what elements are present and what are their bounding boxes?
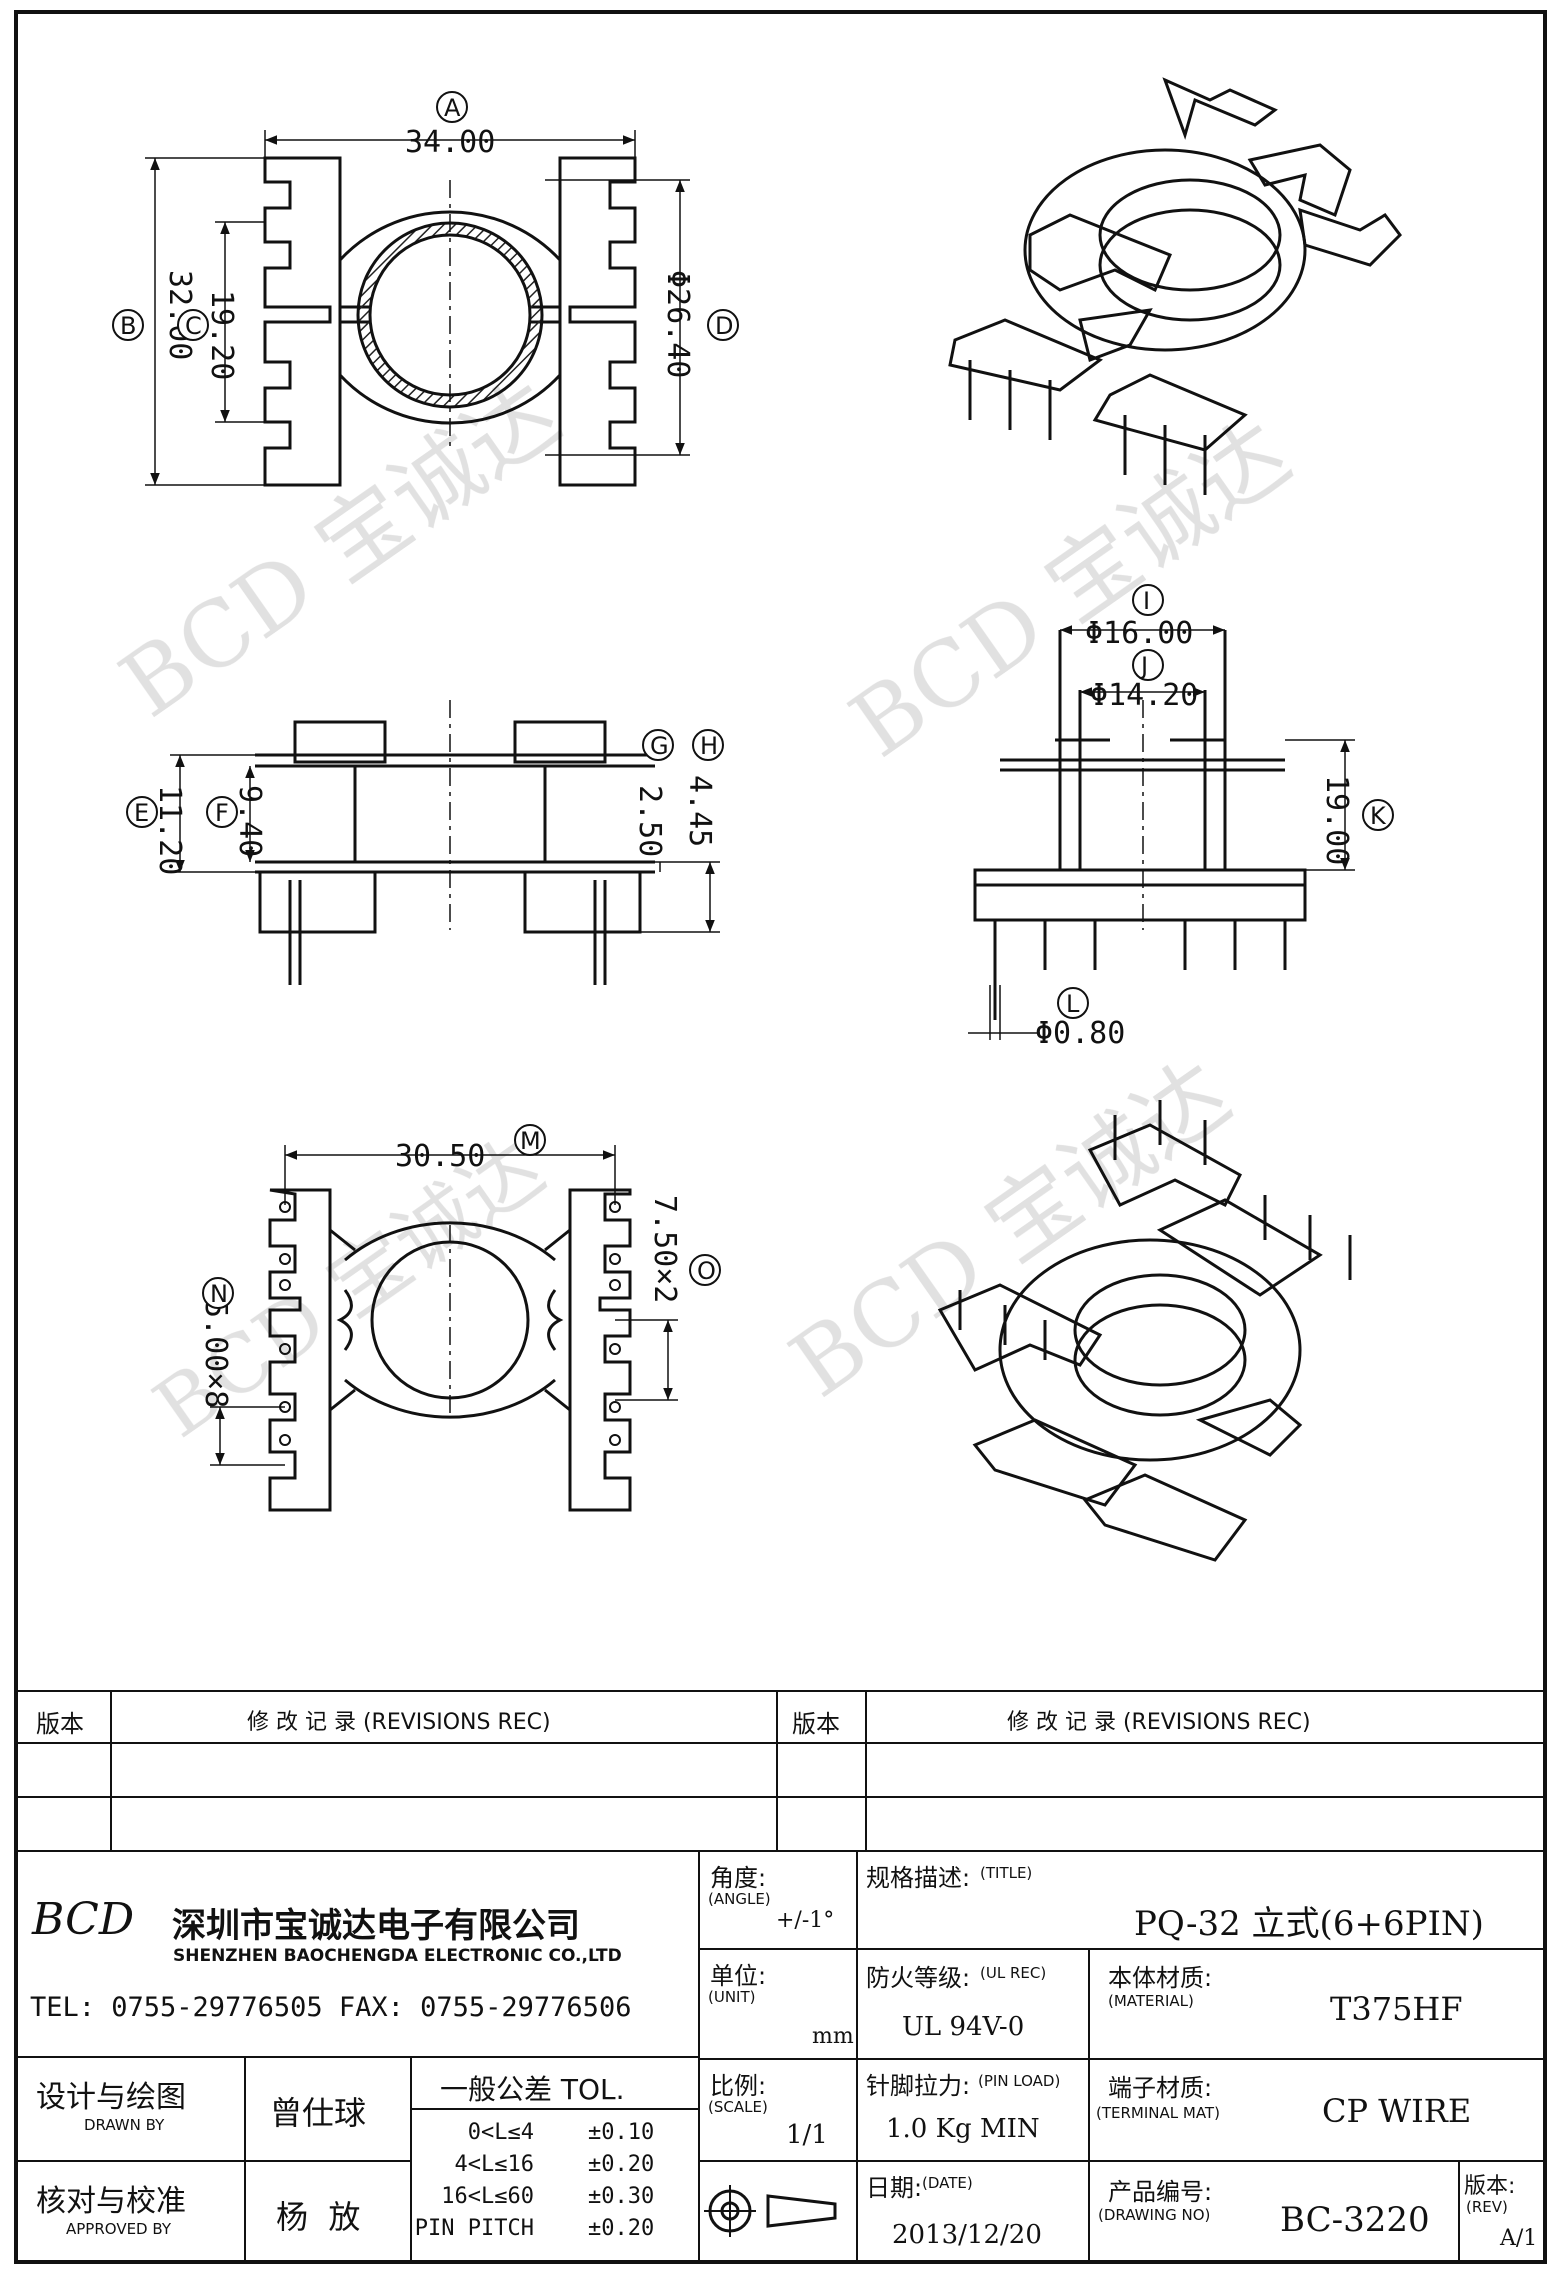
dim-h-tag: H bbox=[692, 729, 724, 761]
dim-j-value: Φ14.20 bbox=[1090, 678, 1198, 713]
svg-text:L: L bbox=[1066, 990, 1080, 1018]
dim-l-tag: L bbox=[1057, 987, 1089, 1019]
dim-l-value: Φ0.80 bbox=[1035, 1016, 1125, 1051]
dim-o-tag: O bbox=[689, 1254, 721, 1286]
dim-a-value: 34.00 bbox=[405, 125, 495, 160]
svg-text:I: I bbox=[1143, 587, 1150, 615]
svg-text:A: A bbox=[444, 94, 461, 122]
drawn-by-name: 曾仕球 bbox=[270, 2094, 367, 2132]
svg-text:C: C bbox=[185, 312, 202, 340]
svg-text:J: J bbox=[1139, 652, 1148, 680]
bottom-view bbox=[210, 1145, 678, 1512]
svg-text:E: E bbox=[134, 799, 149, 827]
svg-text:G: G bbox=[650, 732, 669, 760]
rev-cell: 版本: (REV) A/1 bbox=[1458, 2160, 1545, 2262]
dim-i-value: Φ16.00 bbox=[1085, 616, 1193, 651]
rev-row-2-ver-right bbox=[776, 1796, 867, 1852]
dim-g-tag: G bbox=[642, 729, 674, 761]
tolerance-table: 0<L≤4 ±0.10 4<L≤16 ±0.20 16<L≤60 ±0.30 P… bbox=[410, 2108, 700, 2262]
dim-e-value: 11.20 bbox=[152, 785, 187, 875]
dim-d-tag: D bbox=[707, 309, 739, 341]
dim-k-tag: K bbox=[1362, 799, 1394, 831]
dim-j-tag: J bbox=[1132, 649, 1164, 681]
dim-f-tag: F bbox=[206, 796, 238, 828]
angle-cell: 角度: (ANGLE) +/-1° bbox=[698, 1850, 858, 1950]
isometric-view-bottom bbox=[937, 1100, 1352, 1562]
company-box: BCD 深圳市宝诚达电子有限公司 SHENZHEN BAOCHENGDA ELE… bbox=[16, 1850, 700, 2058]
company-name-cn: 深圳市宝诚达电子有限公司 bbox=[172, 1906, 580, 1946]
dim-g-value: 2.50 bbox=[632, 785, 667, 857]
drawing-no-cell: 产品编号: (DRAWING NO) BC-3220 bbox=[1088, 2160, 1460, 2262]
rev-row-1-desc-right bbox=[865, 1742, 1545, 1798]
product-title: PQ-32 立式(6+6PIN) bbox=[1134, 1904, 1484, 1944]
svg-text:K: K bbox=[1370, 802, 1387, 830]
top-view bbox=[145, 130, 690, 487]
dim-k-value: 19.00 bbox=[1319, 775, 1354, 865]
rev-row-2-desc-left bbox=[110, 1796, 778, 1852]
dim-f-value: 9.40 bbox=[232, 785, 267, 857]
svg-text:M: M bbox=[520, 1127, 541, 1155]
title-cell: 规格描述: (TITLE) PQ-32 立式(6+6PIN) bbox=[856, 1850, 1545, 1950]
watermark: BCD 宝诚达 BCD 宝诚达 BCD 宝诚达 BCD 宝诚达 bbox=[102, 361, 1308, 1456]
rev-row-1-ver-left bbox=[16, 1742, 112, 1798]
pin-load-cell: 针脚拉力: (PIN LOAD) 1.0 Kg MIN bbox=[856, 2058, 1090, 2162]
side-view bbox=[170, 700, 720, 985]
dim-i-tag: I bbox=[1132, 584, 1164, 616]
dim-d-value: Φ26.40 bbox=[660, 270, 695, 378]
front-view bbox=[968, 625, 1355, 1040]
terminal-cell: 端子材质: (TERMINAL MAT) CP WIRE bbox=[1088, 2058, 1545, 2162]
company-logo: BCD bbox=[32, 1894, 135, 1945]
dim-e-tag: E bbox=[126, 796, 158, 828]
drawn-by-name-cell: 曾仕球 bbox=[244, 2056, 412, 2162]
dim-c-value: 19.20 bbox=[204, 290, 239, 380]
dim-a-tag: A bbox=[436, 91, 468, 123]
rev-desc-header-right: 修 改 记 录 (REVISIONS REC) bbox=[865, 1690, 1545, 1744]
scale-cell: 比例: (SCALE) 1/1 bbox=[698, 2058, 858, 2162]
drawing-frame bbox=[14, 10, 1547, 2264]
title-block: 版本 修 改 记 录 (REVISIONS REC) 版本 修 改 记 录 (R… bbox=[16, 1690, 1545, 2262]
rev-row-2-desc-right bbox=[865, 1796, 1545, 1852]
svg-text:O: O bbox=[697, 1257, 716, 1285]
svg-text:BCD 宝诚达: BCD 宝诚达 bbox=[832, 401, 1308, 778]
svg-text:N: N bbox=[210, 1280, 228, 1308]
dim-o-value: 7.50×2 bbox=[647, 1195, 682, 1303]
tolerance-header-cell: 一般公差 TOL. bbox=[410, 2056, 700, 2110]
date-cell: 日期: (DATE) 2013/12/20 bbox=[856, 2160, 1090, 2262]
svg-text:D: D bbox=[715, 312, 733, 340]
projection-symbol-icon bbox=[704, 2185, 837, 2237]
svg-text:F: F bbox=[215, 799, 229, 827]
rev-row-1-desc-left bbox=[110, 1742, 778, 1798]
rev-row-2-ver-left bbox=[16, 1796, 112, 1852]
isometric-view-top bbox=[948, 77, 1402, 495]
approved-by-name-cell: 杨 放 bbox=[244, 2160, 412, 2262]
ul-cell: 防火等级: (UL REC) UL 94V-0 bbox=[856, 1948, 1090, 2060]
company-name-en: SHENZHEN BAOCHENGDA ELECTRONIC CO.,LTD bbox=[173, 1946, 622, 1966]
svg-text:BCD 宝诚达: BCD 宝诚达 bbox=[772, 1041, 1248, 1418]
dim-h-value: 4.45 bbox=[682, 775, 717, 847]
projection-symbol-cell bbox=[698, 2160, 858, 2262]
drawing-area: BCD 宝诚达 BCD 宝诚达 BCD 宝诚达 BCD 宝诚达 34.00 A bbox=[102, 77, 1402, 1562]
unit-cell: 单位: (UNIT) mm bbox=[698, 1948, 858, 2060]
dim-b-tag: B bbox=[112, 309, 144, 341]
approved-by-label-cell: 核对与校准 APPROVED BY bbox=[16, 2160, 246, 2262]
svg-text:B: B bbox=[120, 312, 136, 340]
dim-c-tag: C bbox=[177, 309, 209, 341]
rev-desc-header-left: 修 改 记 录 (REVISIONS REC) bbox=[110, 1690, 778, 1744]
rev-ver-header-right: 版本 bbox=[776, 1690, 867, 1744]
company-tel-fax: TEL: 0755-29776505 FAX: 0755-29776506 bbox=[30, 1992, 632, 2023]
rev-row-1-ver-right bbox=[776, 1742, 867, 1798]
dim-m-tag: M bbox=[514, 1124, 546, 1156]
dim-n-value: 5.00×8 bbox=[198, 1300, 233, 1408]
rev-ver-header-left: 版本 bbox=[16, 1690, 112, 1744]
approved-by-name: 杨 放 bbox=[276, 2198, 361, 2236]
dim-m-value: 30.50 bbox=[395, 1139, 485, 1174]
material-cell: 本体材质: (MATERIAL) T375HF bbox=[1088, 1948, 1545, 2060]
dim-n-tag: N bbox=[202, 1277, 234, 1309]
svg-text:H: H bbox=[700, 732, 718, 760]
drawn-by-label-cell: 设计与绘图 DRAWN BY bbox=[16, 2056, 246, 2162]
